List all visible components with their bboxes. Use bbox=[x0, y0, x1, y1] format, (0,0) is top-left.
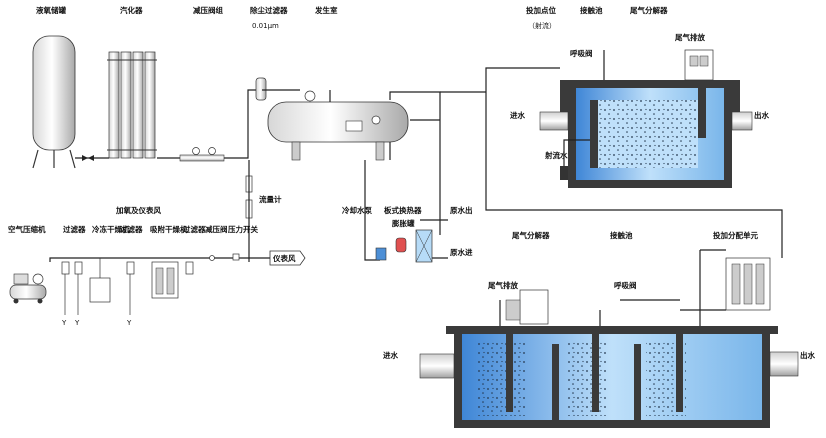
refrigerated-dryer-label: 冷冻干燥机 bbox=[92, 224, 130, 234]
ozone-delivery-pipe bbox=[440, 67, 783, 236]
expansion-tank-label: 膨胀罐 bbox=[391, 218, 415, 228]
tail-gas-decomposer-bottom-label: 尾气分解器 bbox=[511, 230, 550, 240]
water-outlet-top-label: 出水 bbox=[754, 110, 769, 120]
bottom-inlet-pipe bbox=[419, 353, 455, 379]
air-source-group-label: 加氧及仪表风 bbox=[115, 205, 161, 215]
vaporizer-label: 汽化器 bbox=[120, 5, 143, 15]
reducing-valve-label: 减压阀组 bbox=[193, 5, 223, 15]
cooling-pipes bbox=[364, 100, 448, 261]
bottom-contact-tank bbox=[446, 326, 778, 428]
top-contact-tank bbox=[560, 80, 740, 188]
pressure-switch-label: 压力开关 bbox=[228, 224, 258, 234]
plate-exchanger-label: 板式换热器 bbox=[384, 205, 422, 215]
top-tail-gas-decomposer bbox=[684, 49, 714, 81]
vaporizer bbox=[107, 51, 157, 159]
breather-valve-top-label: 呼吸阀 bbox=[570, 48, 593, 58]
water-outlet-bottom-label: 出水 bbox=[800, 350, 815, 360]
refrigerated-dryer bbox=[89, 258, 111, 303]
cooling-pump bbox=[375, 247, 387, 261]
water-inlet-top-label: 进水 bbox=[510, 110, 525, 120]
air-compressor bbox=[9, 273, 47, 304]
drain-y2: Y bbox=[74, 319, 80, 327]
circulating-pump-label: 射流水泵 bbox=[544, 150, 575, 160]
filter-3-and-valves bbox=[185, 253, 240, 275]
contact-tank-top-label: 接触池 bbox=[580, 5, 603, 15]
instrument-air-label: 仪表风 bbox=[272, 253, 296, 263]
top-outlet-pipe bbox=[731, 111, 753, 131]
bottom-dosing-unit bbox=[725, 257, 771, 311]
reducing-valve-group bbox=[179, 147, 225, 162]
purifying-filter-label: 除尘过滤器 bbox=[250, 5, 288, 15]
cooling-pump-label: 冷却水泵 bbox=[342, 205, 372, 215]
instrument-air-arrow bbox=[269, 250, 306, 266]
ozone-generator bbox=[267, 90, 409, 161]
generator-room-label: 发生室 bbox=[314, 5, 338, 15]
breather-valve-bottom-label: 呼吸阀 bbox=[614, 280, 637, 290]
cooling-in-label: 原水出 bbox=[450, 205, 473, 215]
air-pipe-horizontal bbox=[49, 257, 270, 262]
filter-1-label: 过滤器 bbox=[63, 224, 86, 234]
tail-gas-discharge-top-label: 尾气排放 bbox=[674, 32, 705, 42]
lox-tank bbox=[32, 35, 76, 169]
contact-tank-bottom-label: 接触池 bbox=[610, 230, 633, 240]
reducing-valve-2-label: 减压阀 bbox=[205, 224, 228, 234]
drain-y1: Y bbox=[61, 319, 67, 327]
flowmeter-label: 流量计 bbox=[259, 194, 282, 204]
tail-gas-discharge-bottom-label: 尾气排放 bbox=[487, 280, 518, 290]
water-inlet-bottom-label: 进水 bbox=[383, 350, 398, 360]
bottom-tank-pipes bbox=[499, 236, 783, 326]
air-compressor-label: 空气压缩机 bbox=[8, 224, 46, 234]
plate-exchanger bbox=[415, 229, 433, 263]
drain-y3: Y bbox=[126, 319, 132, 327]
lox-tank-label: 液氧储罐 bbox=[36, 5, 66, 15]
top-tank-pipes bbox=[563, 50, 605, 166]
dosing-port-label: 投加点位 bbox=[526, 5, 556, 15]
purifying-filter bbox=[255, 77, 267, 101]
cooling-out-label: 原水进 bbox=[450, 247, 473, 257]
filter-3-label: 过滤器 bbox=[183, 224, 206, 234]
filter-1 bbox=[61, 261, 83, 315]
filter-spec-label: 0.01μm bbox=[252, 22, 279, 30]
dosing-port-sub-label: （射流） bbox=[528, 21, 556, 30]
bottom-tail-gas-decomposer bbox=[505, 289, 549, 325]
filter-2 bbox=[126, 261, 135, 315]
dosing-unit-label: 投加分配单元 bbox=[713, 230, 758, 240]
filter-2-label: 过滤器 bbox=[120, 224, 143, 234]
tail-gas-decomposer-top-label: 尾气分解器 bbox=[629, 5, 668, 15]
top-circulating-pump bbox=[560, 166, 568, 180]
oxygen-pipe-main bbox=[75, 89, 262, 159]
adsorption-dryer-label: 吸附干燥机 bbox=[150, 224, 188, 234]
valve-1 bbox=[82, 155, 94, 161]
top-inlet-pipe bbox=[539, 111, 569, 131]
expansion-tank bbox=[395, 237, 407, 253]
adsorption-dryer bbox=[151, 261, 179, 299]
bottom-outlet-pipe bbox=[769, 351, 799, 377]
generator-pipes bbox=[262, 89, 441, 160]
